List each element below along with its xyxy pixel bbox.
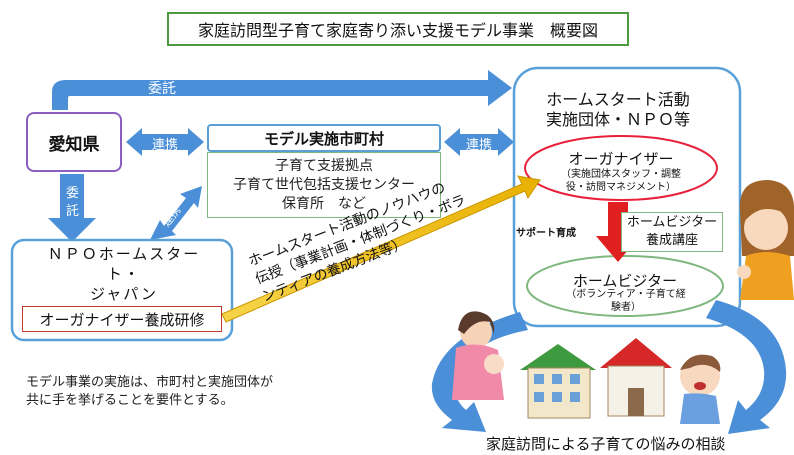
implementer-title-line1: ホームスタート活動 <box>546 90 690 109</box>
home-visitor-ellipse <box>526 255 724 317</box>
cycle-arrow-right <box>706 300 787 434</box>
npo-title-line1: ＮＰＯホームスタート・ <box>47 245 201 283</box>
organizer-label: オーガナイザー <box>568 150 674 168</box>
commission-arrow-left <box>48 174 96 242</box>
model-list-item: 子育て支援拠点 <box>275 158 373 174</box>
model-list-item: 子育て世代包括支援センター <box>233 177 415 193</box>
organizer-training-box: オーガナイザー養成研修 <box>22 306 222 332</box>
renkei-arrow-right <box>444 128 514 156</box>
aichi-prefecture-box: 愛知県 <box>26 112 122 172</box>
renkei-label-left: 連携 <box>152 138 179 153</box>
renkei-arrow-left <box>126 128 204 156</box>
home-visitor-description: （ボランティア・子育て経 験者） <box>546 288 706 314</box>
implementer-title: ホームスタート活動 実施団体・ＮＰＯ等 <box>528 90 708 130</box>
note-line2: 共に手を挙げることを要件とする。 <box>26 393 234 408</box>
crying-baby-illustration <box>680 354 721 424</box>
note-line1: モデル事業の実施は、市町村と実施団体が <box>26 375 274 390</box>
npo-title: ＮＰＯホームスタート・ ジャパン <box>34 244 214 304</box>
cycle-arrow-left <box>431 312 528 432</box>
renkei-label-right: 連携 <box>466 138 493 153</box>
hv-desc-line1: （ボランティア・子育て経 <box>566 289 686 300</box>
model-municipality-title: モデル実施市町村 <box>207 124 441 152</box>
apartment-house-icon <box>520 344 596 419</box>
diagram-title: 家庭訪問型子育て家庭寄り添い支援モデル事業 概要図 <box>167 12 629 46</box>
requirement-note: モデル事業の実施は、市町村と実施団体が 共に手を挙げることを要件とする。 <box>26 374 273 410</box>
mother-baby-illustration <box>452 311 504 400</box>
hv-course-line1: ホームビジター <box>626 215 718 230</box>
home-visitor-woman-illustration <box>737 180 794 300</box>
hv-desc-line2: 験者） <box>611 302 641 313</box>
organizer-desc-line2: 役・訪問マネジメント） <box>566 182 676 193</box>
home-visitor-label: ホームビジター <box>572 272 678 290</box>
organizer-ellipse <box>524 135 718 201</box>
organizer-desc-line1: （実施団体スタッフ・調整 <box>561 169 681 180</box>
implementer-title-line2: 実施団体・ＮＰＯ等 <box>545 110 690 129</box>
npo-title-line2: ジャパン <box>89 285 158 303</box>
home-visitor-course-box: ホームビジター 養成講座 <box>621 212 723 252</box>
commission-arrow-top <box>52 70 512 110</box>
renkei-arrow-diag <box>150 186 202 240</box>
knowhow-arrow <box>221 175 541 323</box>
hv-course-line2: 養成講座 <box>645 233 698 248</box>
model-municipality-list: 子育て支援拠点 子育て世代包括支援センター 保育所 など <box>207 152 441 218</box>
home-house-icon <box>600 338 672 417</box>
commission-label-left-2: 託 <box>66 204 80 219</box>
home-visit-consultation-caption: 家庭訪問による子育ての悩みの相談 <box>486 435 726 453</box>
support-label: サポート育成 <box>516 228 576 239</box>
commission-label-left-1: 委 <box>66 186 80 201</box>
commission-label-top: 委託 <box>148 81 176 97</box>
model-list-item: 保育所 など <box>282 196 366 212</box>
organizer-description: （実施団体スタッフ・調整 役・訪問マネジメント） <box>530 168 712 194</box>
